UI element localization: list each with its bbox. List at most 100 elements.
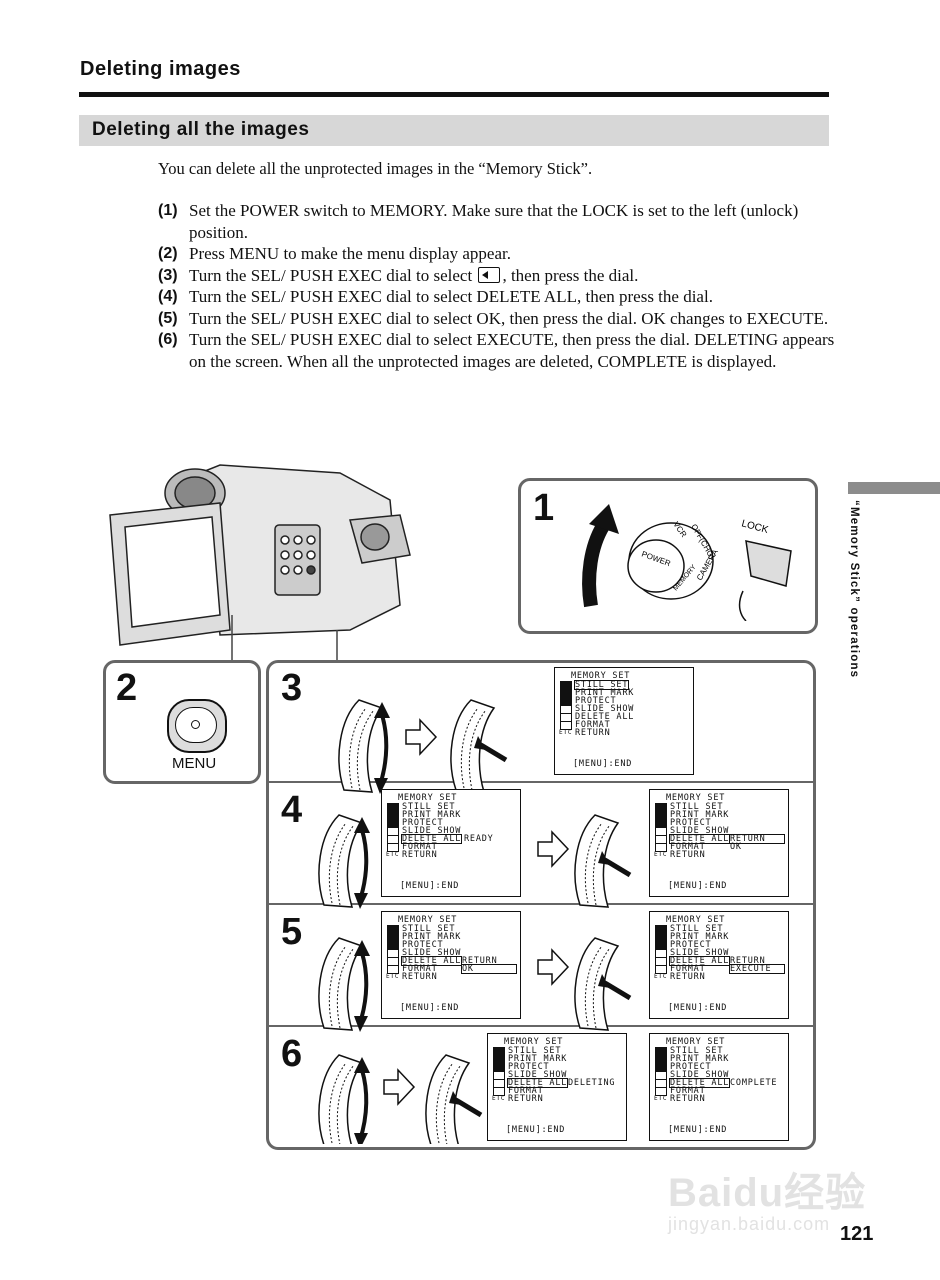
- step-6: (6) Turn the SEL/ PUSH EXEC dial to selec…: [158, 329, 838, 372]
- complete-status: COMPLETE: [730, 1078, 778, 1088]
- menu-end-hint: [MENU]:END: [668, 1124, 728, 1135]
- menu-item-format: FORMAT: [670, 1086, 706, 1096]
- menu-item-protect: PROTECT: [402, 940, 444, 950]
- return-option: RETURN: [462, 956, 498, 966]
- subsection-title: Deleting all the images: [92, 119, 310, 140]
- page-number: 121: [840, 1223, 874, 1245]
- title-rule: [79, 92, 829, 97]
- menu-item-delete-all: DELETE ALL: [668, 955, 731, 967]
- menu-item-print-mark: PRINT MARK: [402, 810, 462, 820]
- menu-item-format: FORMAT: [402, 964, 438, 974]
- step4-label: 4: [281, 789, 303, 831]
- side-tab-text: “Memory Stick” operations: [848, 500, 860, 679]
- menu-item-still-set: STILL SET: [402, 924, 456, 934]
- menu-item-still-set: STILL SET: [670, 1046, 724, 1056]
- menu-item-still-set: STILL SET: [402, 802, 456, 812]
- menu-item-delete-all: DELETE ALL: [668, 1077, 731, 1089]
- menu-title: MEMORY SET: [504, 1037, 564, 1047]
- menu-item-protect: PROTECT: [575, 696, 617, 706]
- menu-item-still-set: STILL SET: [670, 802, 724, 812]
- menu-item-protect: PROTECT: [508, 1062, 550, 1072]
- etc-label: ETC: [654, 851, 668, 858]
- tape-icon: [655, 843, 667, 852]
- etc-label: ETC: [559, 729, 573, 736]
- menu-button-label: MENU: [172, 755, 217, 772]
- step1-box: 1 POWER OFF(CHG) VCR MEMORY CAMERA LOCK: [518, 478, 818, 634]
- etc-label: ETC: [654, 973, 668, 980]
- menu-end-hint: [MENU]:END: [400, 1002, 460, 1013]
- lock-label: LOCK: [740, 518, 769, 536]
- step-2: (2) Press MENU to make the menu display a…: [158, 243, 838, 265]
- watermark-brand: Baidu经验: [668, 1171, 867, 1215]
- step-1: (1)Set the POWER switch to MEMORY. Make …: [158, 200, 838, 243]
- menu-item-slide-show: SLIDE SHOW: [402, 948, 462, 958]
- step2-box: 2 MENU: [103, 660, 261, 784]
- ok-option: OK: [461, 963, 517, 975]
- menu-item-return: RETURN: [402, 972, 438, 982]
- menu-end-hint: [MENU]:END: [573, 758, 633, 769]
- menu-item-still-set: STILL SET: [573, 679, 630, 691]
- menu-item-slide-show: SLIDE SHOW: [670, 826, 730, 836]
- tape-icon: [493, 1087, 505, 1096]
- menu-screen-step6-complete: MEMORY SET STILL SET PRINT MARK PROTECT …: [649, 1033, 789, 1141]
- menu-item-still-set: STILL SET: [670, 924, 724, 934]
- tape-icon: [655, 965, 667, 974]
- divider: [269, 1025, 813, 1027]
- step-text: Set the POWER switch to MEMORY. Make sur…: [189, 201, 799, 242]
- menu-item-delete-all: DELETE ALL: [400, 833, 463, 845]
- menu-item-return: RETURN: [670, 850, 706, 860]
- menu-item-slide-show: SLIDE SHOW: [575, 704, 635, 714]
- menu-item-return: RETURN: [670, 1094, 706, 1104]
- menu-item-format: FORMAT: [670, 842, 706, 852]
- menu-item-return: RETURN: [402, 850, 438, 860]
- tape-icon: [387, 965, 399, 974]
- menu-title: MEMORY SET: [666, 793, 726, 803]
- execute-option: EXECUTE: [729, 963, 785, 975]
- menu-item-slide-show: SLIDE SHOW: [508, 1070, 568, 1080]
- intro-text: You can delete all the unprotected image…: [158, 159, 593, 178]
- step-text: Press MENU to make the menu display appe…: [189, 244, 511, 263]
- watermark: Baidu经验 jingyan.baidu.com: [668, 1160, 866, 1235]
- camcorder-illustration: [109, 464, 411, 660]
- menu-item-protect: PROTECT: [670, 1062, 712, 1072]
- deleting-status: DELETING: [568, 1078, 616, 1088]
- step-number: (6): [158, 331, 178, 348]
- section-title: Deleting images: [80, 58, 241, 80]
- divider: [269, 781, 813, 783]
- menu-screen-step3: MEMORY SET STILL SET PRINT MARK PROTECT …: [554, 667, 694, 775]
- menu-item-slide-show: SLIDE SHOW: [670, 948, 730, 958]
- menu-screen-step6-deleting: MEMORY SET STILL SET PRINT MARK PROTECT …: [487, 1033, 627, 1141]
- step1-label: 1: [533, 487, 555, 529]
- step-5: (5)Turn the SEL/ PUSH EXEC dial to selec…: [158, 308, 838, 330]
- menu-item-return: RETURN: [508, 1094, 544, 1104]
- menu-item-protect: PROTECT: [670, 940, 712, 950]
- step-text-after: , then press the dial.: [502, 265, 639, 285]
- menu-screen-step4-before: MEMORY SET STILL SET PRINT MARK PROTECT …: [381, 789, 521, 897]
- watermark-url: jingyan.baidu.com: [668, 1214, 831, 1234]
- menu-item-slide-show: SLIDE SHOW: [670, 1070, 730, 1080]
- menu-item-format: FORMAT: [402, 842, 438, 852]
- subsection-bar: [79, 115, 829, 146]
- etc-label: ETC: [654, 1095, 668, 1102]
- etc-label: ETC: [386, 851, 400, 858]
- menu-screen-step5-after: MEMORY SET STILL SET PRINT MARK PROTECT …: [649, 911, 789, 1019]
- menu-title: MEMORY SET: [666, 915, 726, 925]
- menu-item-delete-all: DELETE ALL: [400, 955, 463, 967]
- menu-item-return: RETURN: [670, 972, 706, 982]
- step6-label: 6: [281, 1033, 303, 1075]
- step-4: (4)Turn the SEL/ PUSH EXEC dial to selec…: [158, 286, 838, 308]
- tape-icon: [560, 721, 572, 730]
- ready-status: READY: [464, 834, 494, 844]
- menu-title: MEMORY SET: [398, 793, 458, 803]
- menu-item-print-mark: PRINT MARK: [670, 932, 730, 942]
- menu-item-protect: PROTECT: [670, 818, 712, 828]
- step-text: Turn the SEL/ PUSH EXEC dial to select E…: [189, 330, 835, 371]
- step-number: (2): [158, 245, 178, 262]
- step2-label: 2: [116, 667, 138, 709]
- menu-item-delete-all: DELETE ALL: [506, 1077, 569, 1089]
- steps-3-6-box: 3 4 5 6: [266, 660, 816, 1150]
- step-number: (3): [158, 266, 178, 284]
- menu-screen-step5-before: MEMORY SET STILL SET PRINT MARK PROTECT …: [381, 911, 521, 1019]
- menu-item-delete-all: DELETE ALL: [575, 712, 635, 722]
- step-text: Turn the SEL/ PUSH EXEC dial to select ,…: [189, 265, 838, 287]
